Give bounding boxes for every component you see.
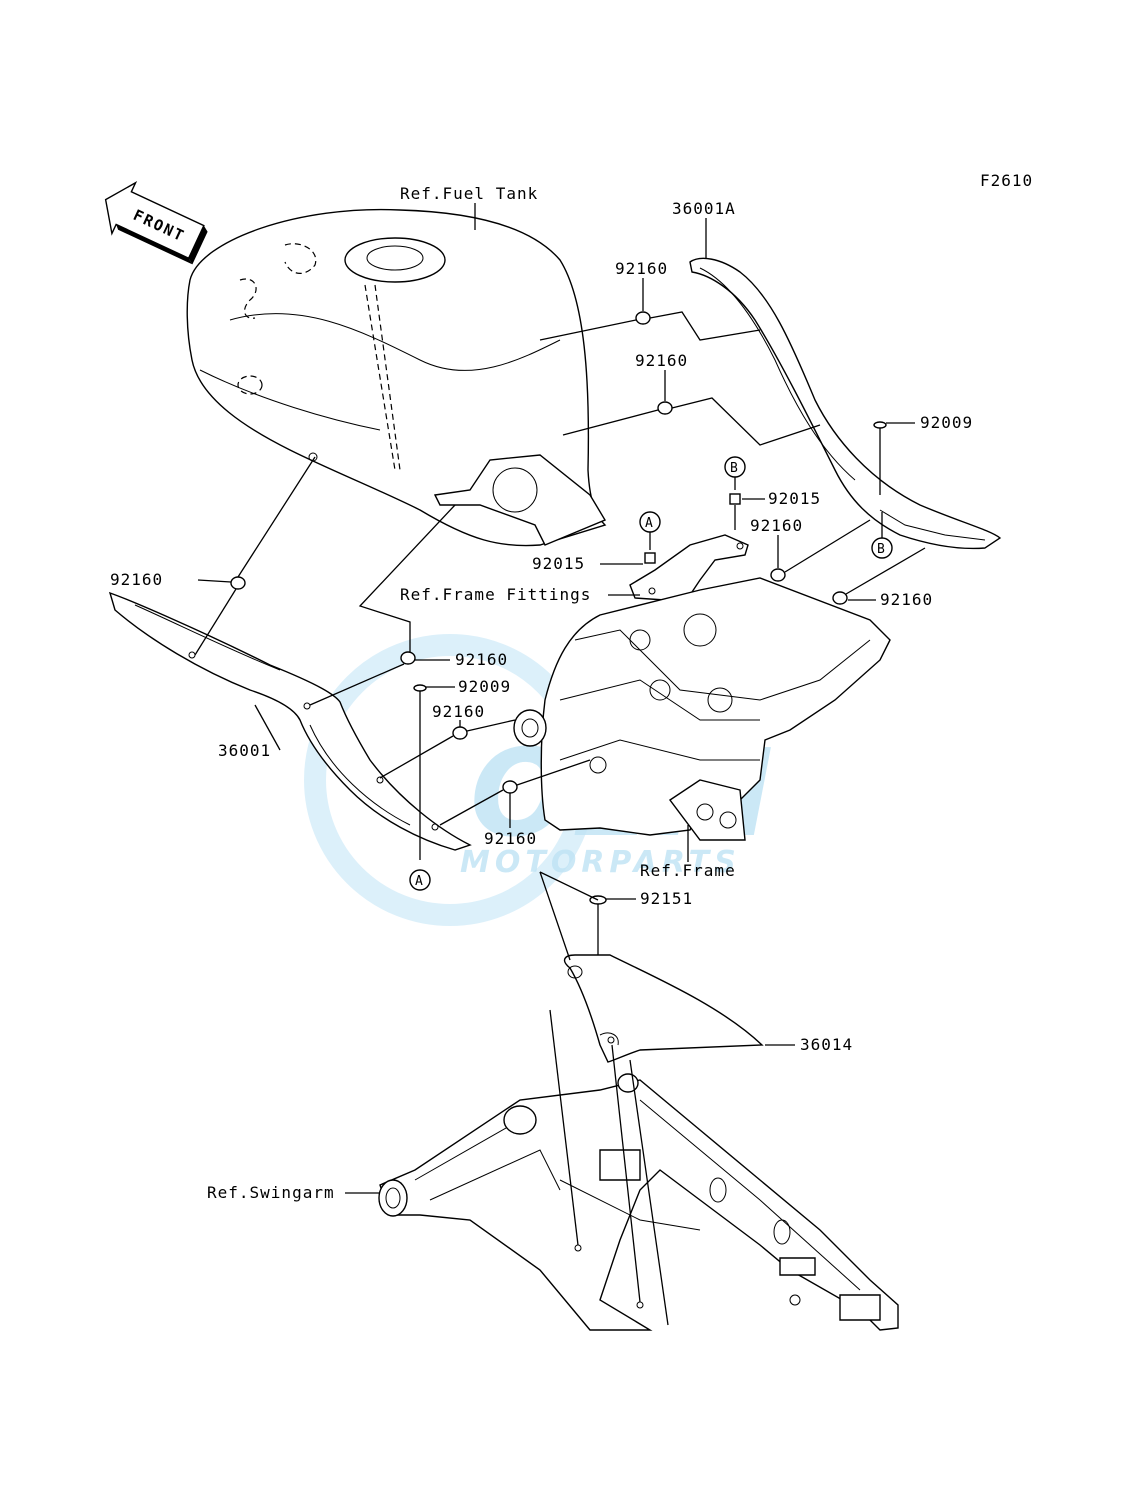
grommet-92160-icon bbox=[400, 651, 416, 665]
cover-36014-drawing bbox=[563, 954, 764, 1063]
marker-a-bottom-icon: A bbox=[409, 869, 431, 891]
grommet-92160-icon bbox=[452, 726, 468, 740]
marker-a-top-icon: A bbox=[639, 511, 661, 533]
front-arrow-icon: FRONT bbox=[104, 181, 208, 265]
cover-36001-drawing bbox=[108, 591, 472, 851]
collar-92015-icon bbox=[729, 493, 741, 505]
cover-36001a-drawing bbox=[689, 257, 1002, 550]
figure-code: F2610 bbox=[980, 171, 1033, 190]
ref-fuel-tank-label: Ref.Fuel Tank bbox=[400, 184, 538, 203]
part-92160-label-5: 92160 bbox=[110, 570, 163, 589]
swingarm-drawing bbox=[378, 1073, 899, 1331]
marker-a-bottom: A bbox=[415, 874, 423, 889]
part-36014-label: 36014 bbox=[800, 1035, 853, 1054]
marker-b-bottom-icon: B bbox=[871, 537, 893, 559]
part-92015-label-1: 92015 bbox=[768, 489, 821, 508]
marker-b-bottom: B bbox=[877, 542, 885, 557]
marker-a-top: A bbox=[645, 516, 653, 531]
marker-b-top-icon: B bbox=[724, 456, 746, 478]
frame-drawing bbox=[513, 577, 891, 841]
grommet-92160-icon bbox=[230, 576, 246, 590]
grommet-92160-icon bbox=[502, 780, 518, 794]
screw-92009-icon bbox=[413, 684, 427, 860]
part-36001a-label: 36001A bbox=[672, 199, 736, 218]
part-92160-label-6: 92160 bbox=[455, 650, 508, 669]
screw-92009-icon bbox=[873, 421, 887, 495]
part-92160-label-8: 92160 bbox=[484, 829, 537, 848]
grommet-92160-icon bbox=[770, 568, 786, 582]
part-92160-label-1: 92160 bbox=[615, 259, 668, 278]
part-92160-label-7: 92160 bbox=[432, 702, 485, 721]
part-92160-label-2: 92160 bbox=[635, 351, 688, 370]
part-92015-label-2: 92015 bbox=[532, 554, 585, 573]
part-92151-label: 92151 bbox=[640, 889, 693, 908]
ref-frame-fittings-label: Ref.Frame Fittings bbox=[400, 585, 591, 604]
part-92160-label-3: 92160 bbox=[750, 516, 803, 535]
grommet-92160-icon bbox=[832, 591, 848, 605]
marker-b-top: B bbox=[730, 461, 738, 476]
ref-frame-label: Ref.Frame bbox=[640, 861, 736, 880]
part-92160-label-4: 92160 bbox=[880, 590, 933, 609]
part-92009-label-2: 92009 bbox=[458, 677, 511, 696]
fuel-tank-drawing bbox=[186, 208, 607, 547]
ref-swingarm-label: Ref.Swingarm bbox=[207, 1183, 335, 1202]
part-36001-label: 36001 bbox=[218, 741, 271, 760]
grommet-92160-icon bbox=[657, 401, 673, 415]
grommet-92160-icon bbox=[635, 311, 651, 325]
collar-92015-icon bbox=[644, 552, 656, 564]
watermark-subtitle: MOTORPARTS bbox=[460, 845, 741, 880]
part-92009-label-1: 92009 bbox=[920, 413, 973, 432]
